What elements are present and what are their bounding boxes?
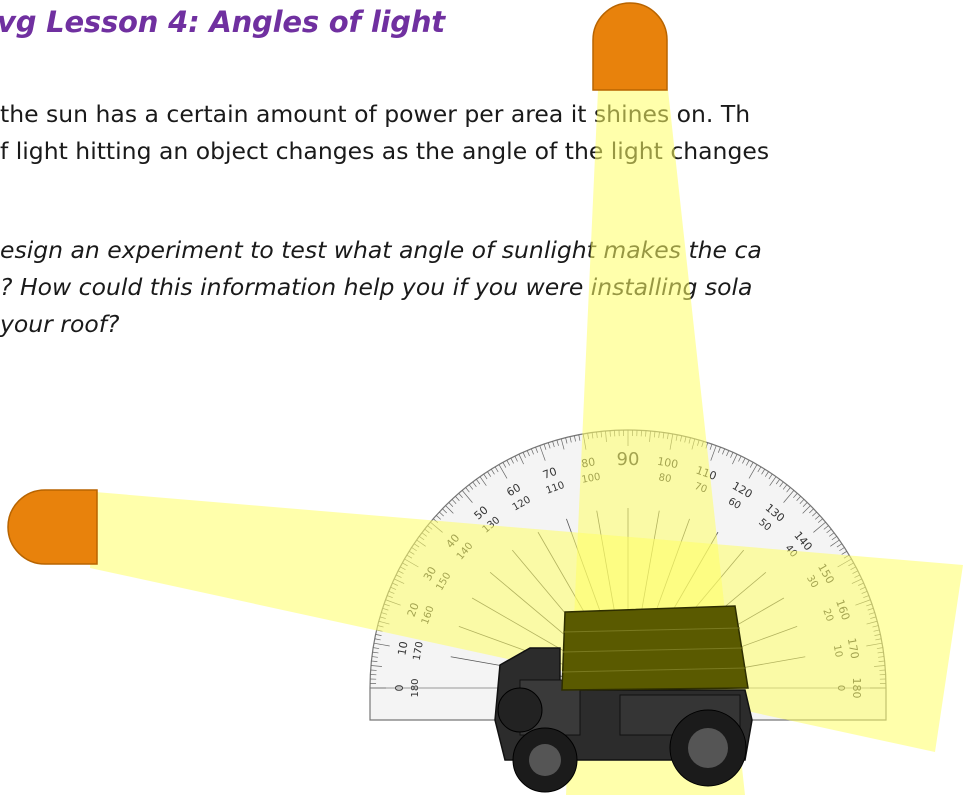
protractor-tick	[510, 457, 514, 464]
protractor-tick	[836, 543, 843, 548]
protractor-tick	[799, 499, 805, 504]
protractor-tick	[738, 455, 742, 462]
protractor-tick	[373, 647, 380, 649]
protractor-tick	[793, 493, 798, 499]
protractor-tick	[526, 450, 530, 457]
protractor-tick	[483, 473, 488, 480]
protractor-tick	[796, 496, 801, 501]
protractor-tick	[709, 443, 713, 450]
protractor-tick	[749, 462, 754, 468]
protractor-tick	[373, 642, 390, 647]
question-line-3: your roof?	[0, 310, 120, 338]
protractor-tick	[574, 435, 576, 442]
lamp-icon-left	[7, 489, 98, 565]
protractor-tick	[487, 471, 492, 477]
protractor-tick	[547, 442, 551, 449]
protractor-tick	[506, 460, 511, 466]
protractor-tick	[448, 502, 454, 507]
protractor-tick	[802, 502, 808, 507]
protractor-tick	[552, 441, 555, 448]
protractor-tick	[841, 550, 847, 555]
protractor-tick	[769, 476, 777, 486]
lesson-title: vg Lesson 4: Angles of light	[0, 5, 445, 39]
protractor-tick	[455, 496, 460, 501]
protractor-tick	[445, 505, 454, 514]
protractor-tick	[830, 539, 840, 547]
protractor-tick	[442, 508, 447, 514]
protractor-tick	[786, 487, 791, 493]
protractor-tick	[498, 464, 508, 479]
protractor-tick	[829, 532, 835, 537]
protractor-outer-label: 10	[395, 640, 410, 656]
protractor-tick	[761, 469, 766, 475]
protractor-tick	[458, 493, 463, 499]
protractor-tick	[839, 547, 845, 552]
lamp-icon-top	[592, 2, 668, 91]
protractor-tick	[531, 448, 534, 455]
protractor-tick	[815, 515, 820, 520]
protractor-inner-label: 60	[726, 496, 743, 512]
protractor-tick	[372, 651, 379, 654]
protractor-tick	[535, 447, 539, 453]
protractor-inner-label: 180	[410, 678, 421, 697]
protractor-tick	[565, 437, 568, 444]
protractor-tick	[717, 447, 721, 453]
protractor-tick	[745, 460, 750, 466]
protractor-tick	[472, 481, 477, 487]
protractor-tick	[748, 464, 758, 479]
protractor-inner-label: 170	[412, 641, 426, 662]
protractor-tick	[439, 511, 444, 517]
protractor-outer-label: 0	[393, 685, 406, 692]
protractor-tick	[374, 638, 381, 641]
protractor-tick	[826, 528, 832, 534]
protractor-tick	[775, 479, 780, 485]
protractor-tick	[732, 454, 738, 465]
protractor-tick	[809, 508, 814, 514]
protractor-outer-label: 70	[541, 465, 559, 482]
protractor-tick	[461, 490, 473, 503]
protractor-tick	[436, 515, 441, 520]
protractor-tick	[518, 454, 524, 465]
protractor-tick	[451, 499, 457, 504]
protractor-tick	[782, 484, 788, 490]
protractor-tick	[823, 525, 829, 530]
protractor-tick	[817, 518, 823, 523]
solar-car-icon	[494, 605, 753, 793]
protractor-tick	[371, 656, 378, 658]
protractor-tick	[370, 665, 382, 667]
protractor-tick	[371, 660, 378, 663]
protractor-tick	[479, 476, 487, 486]
protractor-tick	[375, 634, 382, 636]
protractor-tick	[802, 505, 811, 514]
protractor-tick	[710, 445, 717, 461]
protractor-tick	[783, 490, 795, 503]
protractor-tick	[722, 448, 725, 455]
protractor-tick	[465, 487, 470, 493]
protractor-tick	[522, 452, 526, 458]
protractor-tick	[813, 521, 826, 533]
protractor-tick	[468, 484, 474, 490]
protractor-tick	[764, 471, 769, 477]
protractor-tick	[560, 438, 565, 450]
protractor-tick	[730, 452, 734, 458]
protractor-outer-label: 60	[504, 481, 523, 499]
protractor-tick	[476, 479, 481, 485]
protractor-tick	[742, 457, 746, 464]
protractor-tick	[768, 473, 773, 480]
protractor-tick	[726, 450, 730, 457]
protractor-tick	[831, 536, 837, 541]
protractor-tick	[502, 462, 507, 468]
protractor-tick	[578, 434, 581, 441]
protractor-tick	[556, 439, 559, 446]
protractor-tick	[812, 511, 817, 517]
protractor-tick	[543, 443, 547, 450]
protractor-tick	[569, 436, 572, 443]
protractor-tick	[779, 481, 784, 487]
protractor-tick	[539, 445, 546, 461]
protractor-tick	[514, 455, 518, 462]
protractor-tick	[757, 466, 762, 473]
protractor-tick	[490, 469, 495, 475]
protractor-tick	[494, 466, 499, 473]
